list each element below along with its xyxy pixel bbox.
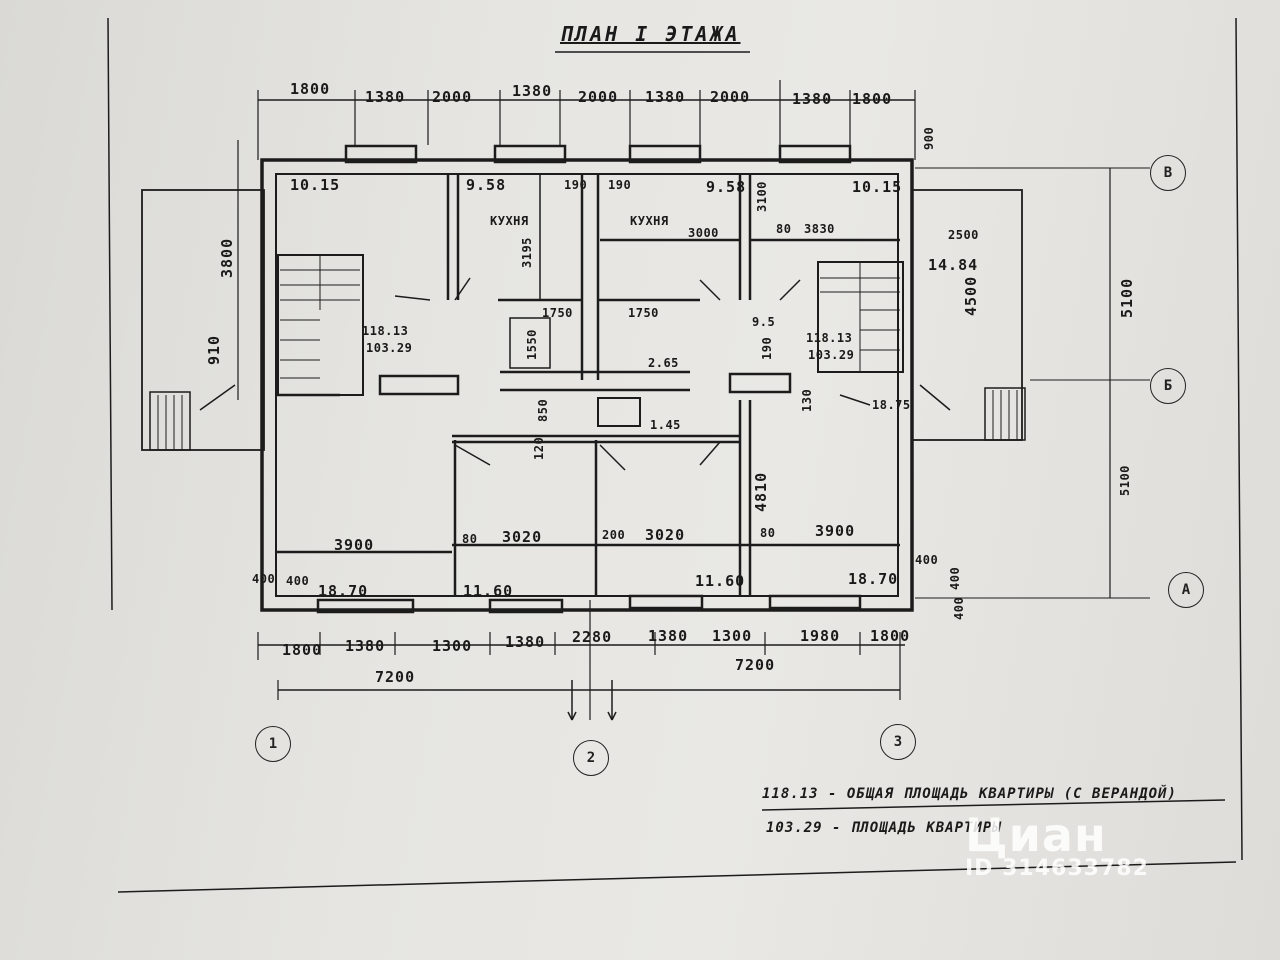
- dim-top-8: 1380: [792, 90, 833, 108]
- inner-dim-6: 80: [776, 222, 792, 236]
- legend-text-living: - ПЛОЩАДЬ КВАРТИРЫ: [832, 820, 1002, 836]
- dim-right-2: 4500: [962, 275, 980, 316]
- inner-dim-13: 120: [532, 436, 546, 460]
- room-area-7: 11.60: [463, 582, 514, 600]
- inner-dim-9: 1750: [628, 306, 659, 320]
- room-area-5: 14.84: [928, 256, 979, 274]
- inner-dim-5: 3000: [688, 226, 719, 240]
- dim-bottom-8: 1980: [800, 627, 841, 645]
- axis-marker-v: В: [1150, 155, 1186, 191]
- axis-marker-b: Б: [1150, 368, 1186, 404]
- apartment-area-total-left: 118.13: [362, 324, 409, 338]
- inner-dim-3: 3100: [755, 181, 769, 212]
- dim-right-small-4: 400: [952, 596, 966, 620]
- dim-bottom-9: 1800: [870, 627, 911, 645]
- dim-top-2: 1380: [365, 88, 406, 106]
- legend-value-living: 103.29: [766, 820, 823, 836]
- inner-dim-11: 190: [760, 336, 774, 360]
- dim-top-3: 2000: [432, 88, 473, 106]
- dim-right-4: 5100: [1118, 465, 1132, 496]
- room-area-3: 9.58: [706, 178, 747, 196]
- dim-top-4: 1380: [512, 82, 553, 100]
- inner-dim-19: 3020: [645, 526, 686, 544]
- inner-dim-23: 400: [286, 574, 310, 588]
- legend-row-living-area: 103.29 - ПЛОЩАДЬ КВАРТИРЫ: [766, 820, 1002, 836]
- dim-right-3: 5100: [1118, 277, 1136, 318]
- plan-title: ПЛАН I ЭТАЖА: [560, 22, 741, 46]
- watermark-id: ID 314633782: [965, 856, 1149, 881]
- inner-dim-16: 80: [462, 532, 478, 546]
- dim-bottom-4: 1380: [505, 633, 546, 651]
- inner-dim-12: 850: [536, 398, 550, 422]
- inner-dim-7: 3830: [804, 222, 835, 236]
- room-area-8: 11.60: [695, 572, 746, 590]
- dim-right-small-1: 900: [922, 126, 936, 150]
- inner-dim-10: 1550: [525, 329, 539, 360]
- dim-top-5: 2000: [578, 88, 619, 106]
- inner-dim-17: 3020: [502, 528, 543, 546]
- room-name-kitchen-1: КУХНЯ: [490, 214, 529, 228]
- legend-row-total-area: 118.13 - ОБЩАЯ ПЛОЩАДЬ КВАРТИРЫ (С ВЕРАН…: [762, 786, 1177, 802]
- legend-text-total: - ОБЩАЯ ПЛОЩАДЬ КВАРТИРЫ (С ВЕРАНДОЙ): [828, 786, 1177, 802]
- dim-bottom-7: 1300: [712, 627, 753, 645]
- dim-bottom-3: 1300: [432, 637, 473, 655]
- dim-left-small: 400: [252, 572, 276, 586]
- apartment-area-total-right: 118.13: [806, 331, 853, 345]
- room-name-kitchen-2: КУХНЯ: [630, 214, 669, 228]
- axis-marker-3: 3: [880, 724, 916, 760]
- room-area-6: 18.70: [318, 582, 369, 600]
- watermark-logo: Циан: [965, 808, 1107, 862]
- room-area-10: 18.75: [872, 398, 911, 412]
- dim-bottom-2: 1380: [345, 637, 386, 655]
- dim-right-small-2: 400: [915, 553, 939, 567]
- inner-dim-15: 3900: [334, 536, 375, 554]
- dim-bottom-1: 1800: [282, 641, 323, 659]
- room-area-13: 1.45: [650, 418, 681, 432]
- dim-top-1: 1800: [290, 80, 331, 98]
- axis-marker-a: А: [1168, 572, 1204, 608]
- dim-top-6: 1380: [645, 88, 686, 106]
- dim-overall-right: 7200: [735, 656, 776, 674]
- dim-bottom-5: 2280: [572, 628, 613, 646]
- watermark: Циан ID 314633782: [965, 808, 1149, 881]
- apartment-area-living-left: 103.29: [366, 341, 413, 355]
- dim-overall-left: 7200: [375, 668, 416, 686]
- inner-dim-14: 4810: [752, 471, 770, 512]
- inner-dim-22: 130: [800, 388, 814, 412]
- room-area-2: 9.58: [466, 176, 507, 194]
- dim-right-small-3: 400: [948, 566, 962, 590]
- room-area-12: 2.65: [648, 356, 679, 370]
- room-area-11: 9.5: [752, 315, 776, 329]
- dim-top-7: 2000: [710, 88, 751, 106]
- inner-dim-18: 200: [602, 528, 626, 542]
- inner-dim-20: 80: [760, 526, 776, 540]
- dim-left-1: 3800: [218, 237, 236, 278]
- inner-dim-21: 3900: [815, 522, 856, 540]
- apartment-area-living-right: 103.29: [808, 348, 855, 362]
- dim-left-2: 910: [205, 334, 223, 365]
- room-area-4: 10.15: [852, 178, 903, 196]
- axis-marker-1: 1: [255, 726, 291, 762]
- room-area-1: 10.15: [290, 176, 341, 194]
- inner-dim-8: 1750: [542, 306, 573, 320]
- axis-marker-2: 2: [573, 740, 609, 776]
- inner-dim-2: 190: [608, 178, 632, 192]
- legend-value-total: 118.13: [762, 786, 819, 802]
- inner-dim-4: 3195: [520, 237, 534, 268]
- dim-top-9: 1800: [852, 90, 893, 108]
- inner-dim-1: 190: [564, 178, 588, 192]
- dim-bottom-6: 1380: [648, 627, 689, 645]
- room-area-9: 18.70: [848, 570, 899, 588]
- dim-right-1: 2500: [948, 228, 979, 242]
